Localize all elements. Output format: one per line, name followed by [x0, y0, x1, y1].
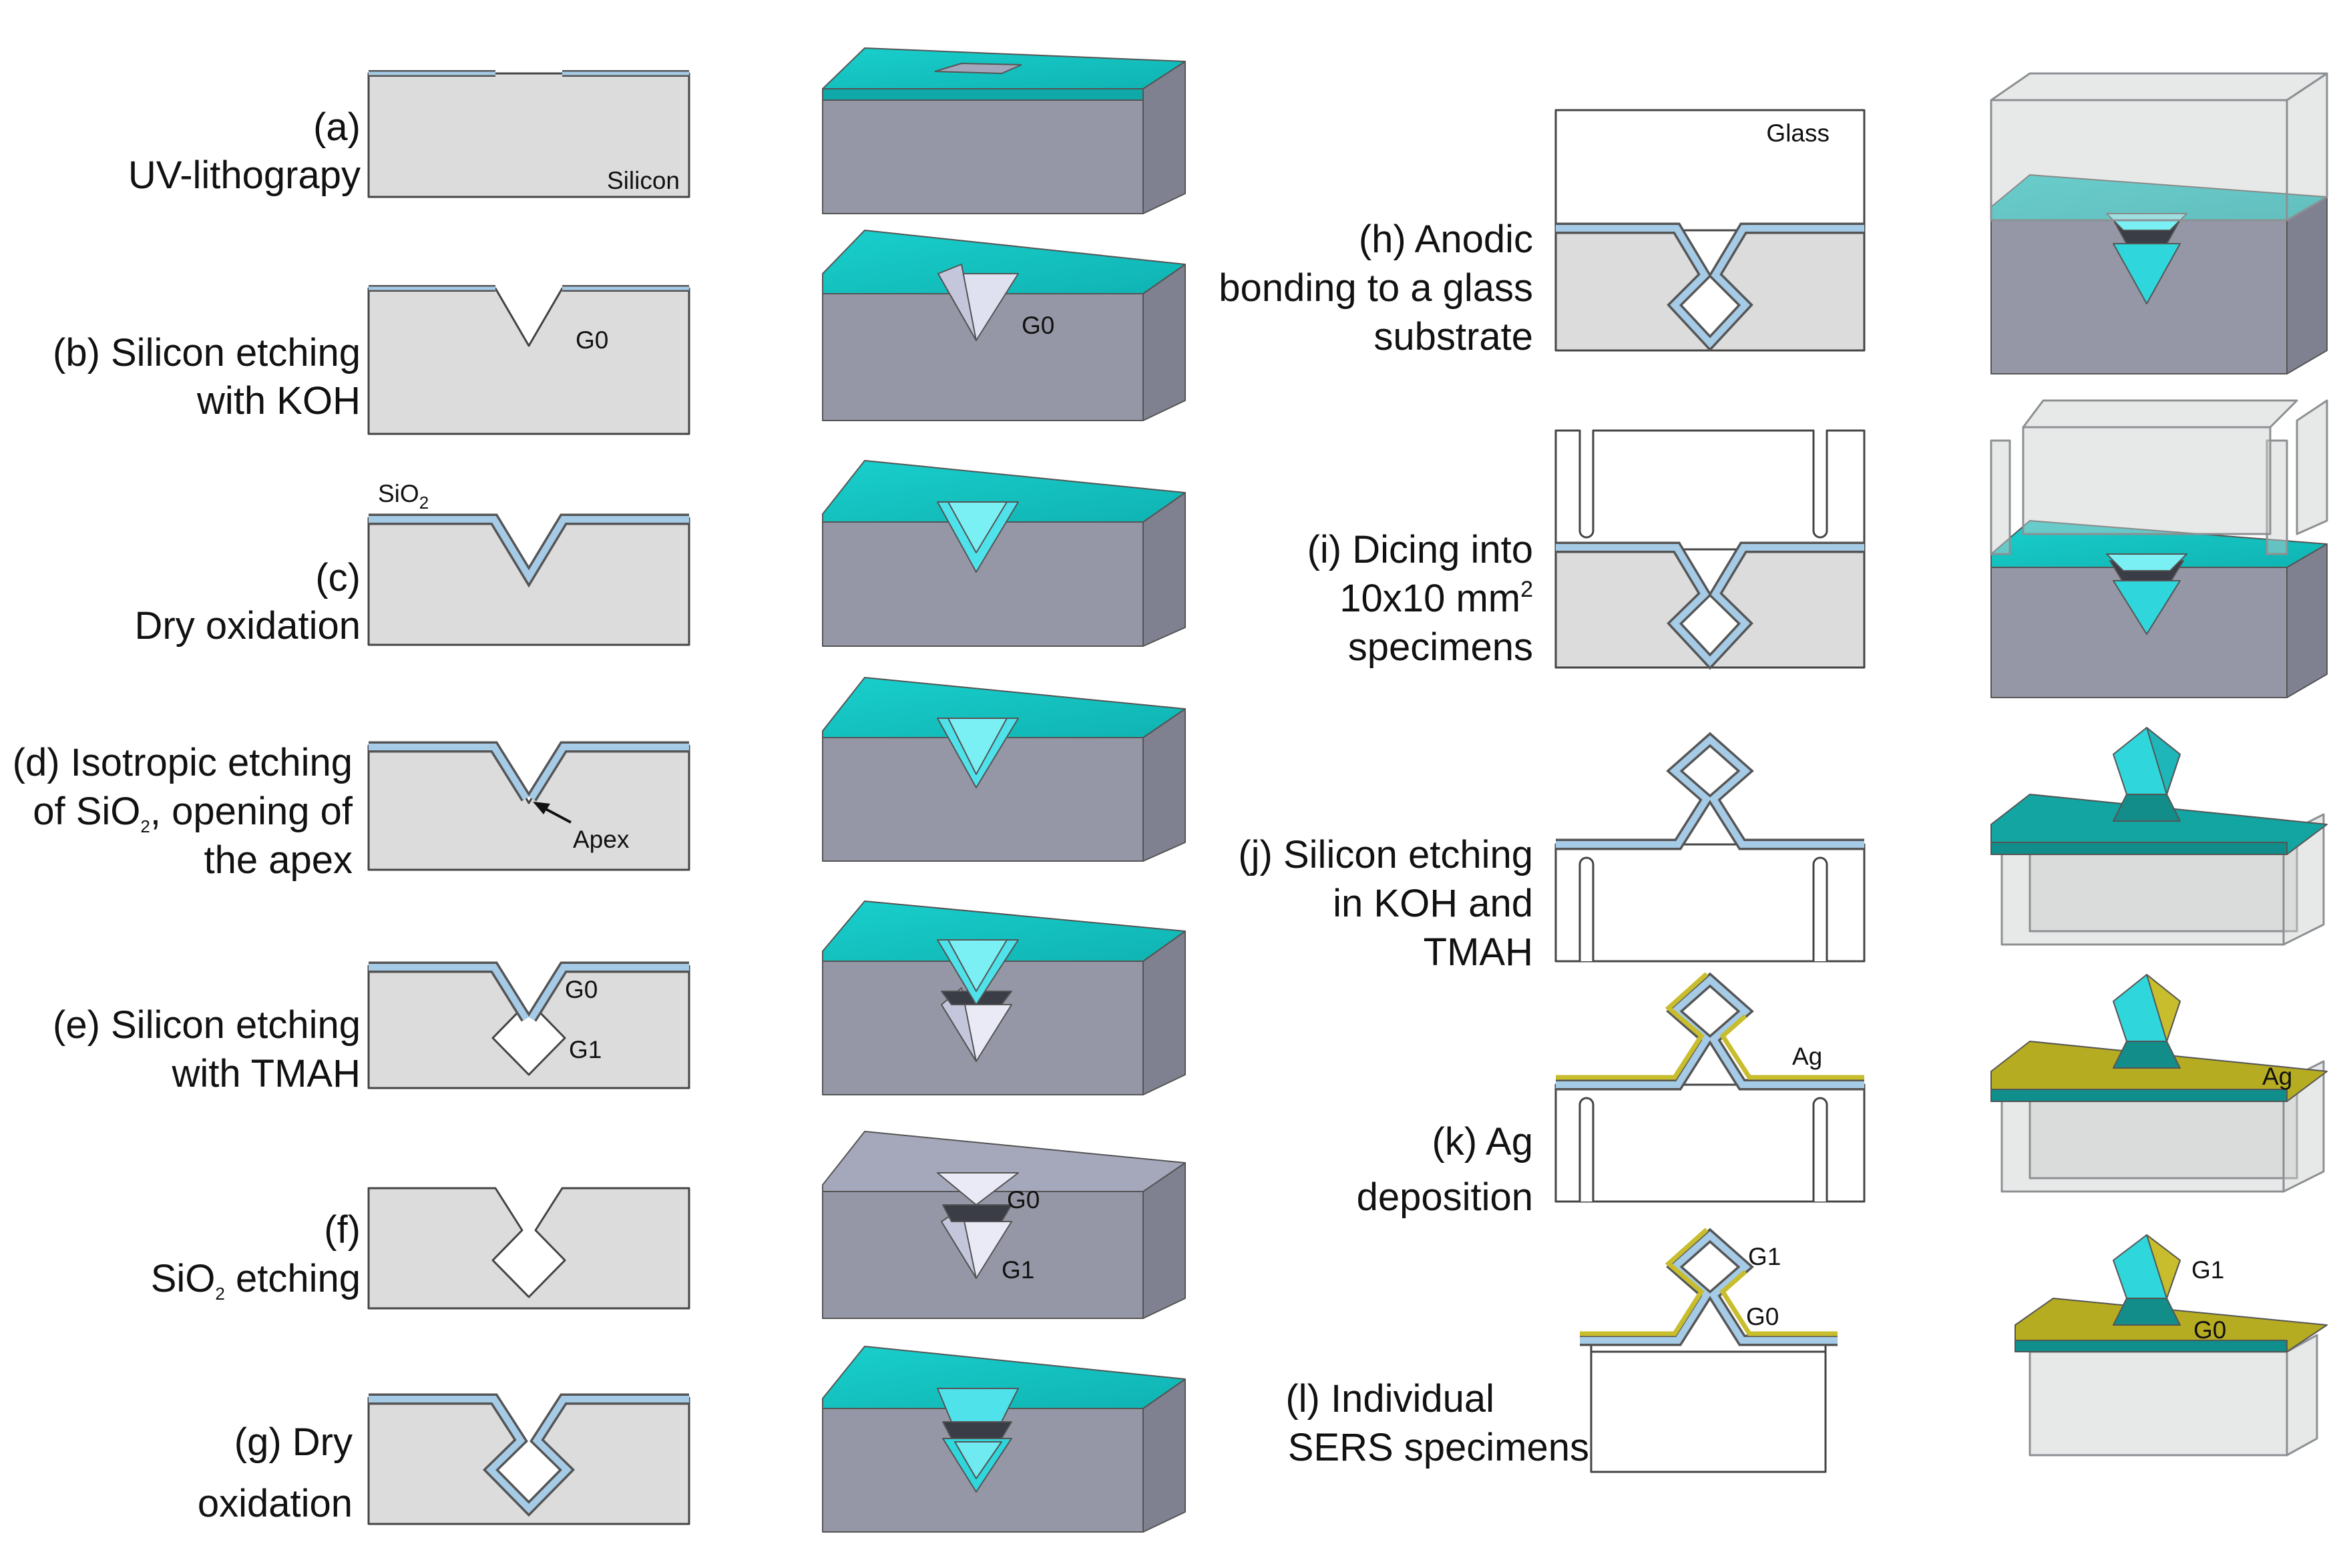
svg-text:specimens: specimens: [1348, 625, 1533, 669]
sio2-label: SiO2: [378, 480, 429, 513]
ag-label-k: Ag: [1792, 1043, 1822, 1070]
svg-text:SERS specimens: SERS specimens: [1288, 1426, 1589, 1469]
cross-section-f: [367, 1187, 690, 1310]
cross-section-h: Glass: [1554, 109, 1866, 352]
svg-text:(k) Ag: (k) Ag: [1432, 1120, 1534, 1163]
caption-g: (g) Dry oxidation: [198, 1420, 353, 1525]
g0-label-b: G0: [576, 326, 608, 354]
svg-text:(a): (a): [313, 105, 361, 149]
caption-i: (i) Dicing into 10x10 mm2 specimens: [1307, 528, 1533, 669]
svg-text:(f): (f): [324, 1208, 361, 1252]
svg-text:substrate: substrate: [1373, 315, 1533, 358]
svg-text:(g) Dry: (g) Dry: [234, 1420, 353, 1464]
block-3d-c: [822, 460, 1186, 647]
svg-text:(l) Individual: (l) Individual: [1285, 1377, 1494, 1420]
block-3d-a: [822, 47, 1186, 214]
svg-text:the apex: the apex: [204, 838, 353, 882]
svg-text:Dry oxidation: Dry oxidation: [135, 604, 361, 647]
svg-text:10x10 mm2: 10x10 mm2: [1339, 577, 1533, 620]
g1-label-l: G1: [1748, 1243, 1781, 1270]
svg-text:(e) Silicon etching: (e) Silicon etching: [53, 1003, 361, 1047]
g0-label-block-f: G0: [1007, 1186, 1040, 1214]
caption-l: (l) Individual SERS specimens: [1285, 1377, 1589, 1469]
block-3d-e: [822, 900, 1186, 1095]
svg-text:SiO2 etching: SiO2 etching: [151, 1257, 361, 1304]
cross-section-k: Ag: [1554, 972, 1866, 1203]
svg-text:of SiO2, opening of: of SiO2, opening of: [33, 790, 353, 836]
g1-label-block-l: G1: [2191, 1256, 2224, 1284]
caption-h: (h) Anodic bonding to a glass substrate: [1219, 218, 1533, 358]
cross-section-a: Silicon: [367, 70, 690, 198]
g0-label-e: G0: [565, 976, 598, 1003]
g0-label-block-b: G0: [1022, 312, 1054, 339]
glass-label: Glass: [1766, 119, 1830, 147]
cross-section-c: SiO2: [367, 480, 690, 646]
caption-e: (e) Silicon etching with TMAH: [53, 1003, 361, 1095]
block-3d-l: G1 G0: [2014, 1234, 2328, 1457]
caption-d: (d) Isotropic etching of SiO2, opening o…: [13, 741, 353, 882]
svg-text:(j) Silicon etching: (j) Silicon etching: [1238, 833, 1533, 876]
block-3d-j: [1990, 727, 2328, 946]
svg-text:UV-lithograpy: UV-lithograpy: [128, 154, 361, 197]
apex-label: Apex: [573, 826, 630, 853]
svg-text:oxidation: oxidation: [198, 1482, 353, 1525]
silicon-label: Silicon: [607, 167, 680, 194]
g1-label-block-f: G1: [1002, 1256, 1034, 1284]
cross-section-j: [1554, 732, 1866, 963]
cross-section-i: [1554, 429, 1866, 670]
caption-f: (f) SiO2 etching: [151, 1208, 361, 1304]
svg-text:(d) Isotropic etching: (d) Isotropic etching: [13, 741, 353, 784]
block-3d-k: Ag: [1990, 974, 2328, 1193]
cross-section-g: [367, 1393, 690, 1525]
svg-text:TMAH: TMAH: [1424, 931, 1533, 974]
g1-label-e: G1: [569, 1036, 602, 1063]
g0-label-l: G0: [1746, 1303, 1779, 1330]
caption-c: (c) Dry oxidation: [135, 556, 361, 647]
caption-k: (k) Ag deposition: [1357, 1120, 1533, 1219]
cross-section-l: G1 G0: [1580, 1228, 1838, 1473]
block-3d-h: [1990, 72, 2328, 374]
cross-section-b: G0: [367, 285, 690, 435]
caption-b: (b) Silicon etching with KOH: [53, 331, 361, 423]
svg-text:(b) Silicon etching: (b) Silicon etching: [53, 331, 361, 374]
block-3d-g: [822, 1346, 1186, 1533]
caption-j: (j) Silicon etching in KOH and TMAH: [1238, 833, 1533, 974]
svg-text:(h) Anodic: (h) Anodic: [1359, 218, 1533, 261]
cross-section-d: Apex: [367, 741, 690, 871]
svg-text:with TMAH: with TMAH: [171, 1052, 361, 1095]
block-3d-f: G0 G1: [822, 1131, 1186, 1319]
block-3d-i: [1990, 399, 2328, 698]
svg-text:bonding to a glass: bonding to a glass: [1219, 266, 1533, 310]
svg-text:with KOH: with KOH: [196, 379, 361, 423]
block-3d-b: G0: [822, 230, 1186, 421]
g0-label-block-l: G0: [2193, 1316, 2226, 1344]
svg-text:deposition: deposition: [1357, 1175, 1533, 1219]
block-3d-d: [822, 677, 1186, 862]
cross-section-e: G0 G1: [367, 961, 690, 1089]
ag-label-block-k: Ag: [2262, 1063, 2292, 1090]
svg-text:(c): (c): [315, 556, 361, 599]
caption-a: (a) UV-lithograpy: [128, 105, 361, 197]
svg-text:(i) Dicing into: (i) Dicing into: [1307, 528, 1533, 571]
svg-text:in KOH and: in KOH and: [1333, 882, 1533, 925]
